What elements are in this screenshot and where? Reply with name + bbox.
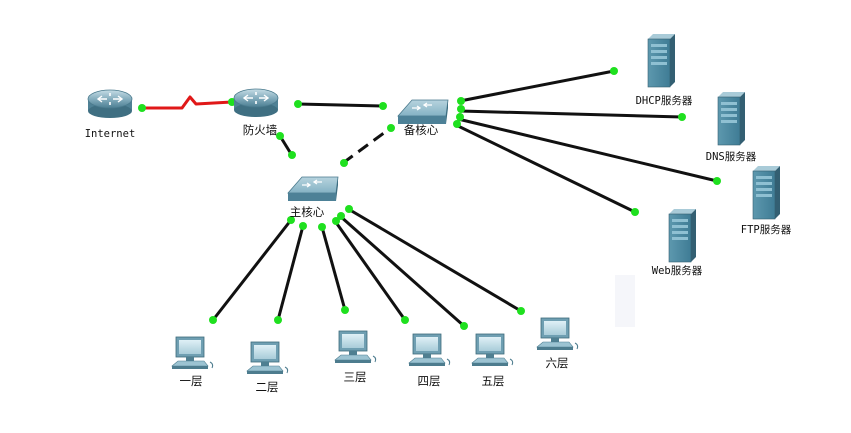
port-indicator-backup_core-dns-a: [457, 105, 465, 113]
node-label-floor5: 五层: [482, 374, 505, 388]
port-indicator-backup_core-web-b: [631, 208, 639, 216]
port-indicator-main_core-floor2-a: [299, 222, 307, 230]
link-main_core-floor1: [211, 219, 293, 321]
server-icon: [668, 209, 696, 263]
server-icon: [647, 34, 675, 88]
node-label-floor1: 一层: [180, 374, 203, 388]
pc-icon: [334, 330, 377, 363]
port-indicator-backup_core-ftp-a: [456, 113, 464, 121]
port-indicator-main_core-floor1-b: [209, 316, 217, 324]
faint-background-panel: [615, 275, 635, 327]
node-label-backup_core: 备核心: [404, 123, 439, 137]
link-main_core-floor5: [339, 214, 465, 328]
node-floor4[interactable]: 四层: [408, 333, 451, 388]
link-backup_core-dhcp: [459, 69, 615, 103]
server-icon: [752, 166, 780, 220]
node-dhcp[interactable]: DHCP服务器: [636, 34, 693, 107]
node-ftp[interactable]: FTP服务器: [741, 166, 792, 236]
port-indicator-firewall-backup_core-b: [379, 102, 387, 110]
node-label-floor6: 六层: [546, 356, 569, 370]
port-indicator-main_core-floor1-a: [287, 216, 295, 224]
port-indicator-main_core-floor3-b: [341, 306, 349, 314]
link-backup_core-ftp: [457, 117, 718, 183]
node-label-floor4: 四层: [418, 374, 441, 388]
port-indicator-main_core-backup_core-b: [387, 124, 395, 132]
router-icon: [233, 88, 279, 117]
port-indicator-main_core-floor3-a: [318, 223, 326, 231]
pc-icon: [471, 333, 514, 366]
ports-layer: [138, 67, 721, 330]
link-backup_core-dns: [459, 109, 683, 119]
port-indicator-internet-firewall-a: [138, 104, 146, 112]
node-label-internet: Internet: [85, 128, 136, 140]
node-main_core[interactable]: 主核心: [287, 176, 339, 219]
port-indicator-backup_core-dns-b: [678, 113, 686, 121]
port-indicator-main_core-floor6-a: [345, 205, 353, 213]
node-floor2[interactable]: 二层: [246, 341, 289, 394]
router-icon: [87, 89, 133, 118]
node-backup_core[interactable]: 备核心: [397, 99, 449, 137]
port-indicator-main_core-floor5-b: [460, 322, 468, 330]
port-indicator-main_core-floor6-b: [517, 307, 525, 315]
port-indicator-firewall-main_core-a: [276, 132, 284, 140]
node-label-floor2: 二层: [256, 380, 279, 394]
port-indicator-firewall-backup_core-a: [294, 100, 302, 108]
node-internet[interactable]: Internet: [85, 89, 136, 140]
link-main_core-floor3: [320, 226, 347, 311]
port-indicator-main_core-floor5-a: [337, 212, 345, 220]
node-floor5[interactable]: 五层: [471, 333, 514, 388]
node-label-ftp: FTP服务器: [741, 223, 792, 236]
node-label-floor3: 三层: [344, 370, 367, 384]
links-layer: [142, 69, 718, 328]
port-indicator-backup_core-dhcp-a: [457, 97, 465, 105]
link-main_core-floor6: [349, 208, 522, 313]
port-indicator-main_core-floor4-b: [401, 316, 409, 324]
node-label-dhcp: DHCP服务器: [636, 94, 693, 107]
port-indicator-main_core-floor2-b: [274, 316, 282, 324]
port-indicator-main_core-floor4-a: [332, 217, 340, 225]
node-dns[interactable]: DNS服务器: [706, 92, 757, 163]
port-indicator-backup_core-web-a: [453, 120, 461, 128]
node-web[interactable]: Web服务器: [652, 209, 703, 277]
pc-icon: [408, 333, 451, 366]
node-label-web: Web服务器: [652, 264, 703, 277]
pc-icon: [246, 341, 289, 374]
node-floor3[interactable]: 三层: [334, 330, 377, 384]
link-main_core-floor4: [333, 220, 407, 321]
node-label-dns: DNS服务器: [706, 150, 757, 163]
link-backup_core-web: [455, 123, 636, 214]
node-label-firewall: 防火墙: [243, 123, 278, 137]
switch-icon: [397, 99, 449, 124]
node-floor1[interactable]: 一层: [171, 336, 214, 388]
pc-icon: [171, 336, 214, 369]
node-firewall[interactable]: 防火墙: [233, 88, 279, 137]
port-indicator-firewall-main_core-b: [288, 151, 296, 159]
port-indicator-main_core-backup_core-a: [340, 159, 348, 167]
pc-icon: [536, 317, 579, 350]
switch-icon: [287, 176, 339, 201]
link-main_core-floor2: [276, 225, 305, 321]
server-icon: [717, 92, 745, 146]
link-main_core-backup_core: [342, 125, 393, 165]
port-indicator-backup_core-ftp-b: [713, 177, 721, 185]
node-label-main_core: 主核心: [290, 205, 325, 219]
port-indicator-backup_core-dhcp-b: [610, 67, 618, 75]
link-internet-firewall: [142, 95, 233, 110]
link-firewall-backup_core: [297, 102, 384, 108]
node-floor6[interactable]: 六层: [536, 317, 579, 370]
